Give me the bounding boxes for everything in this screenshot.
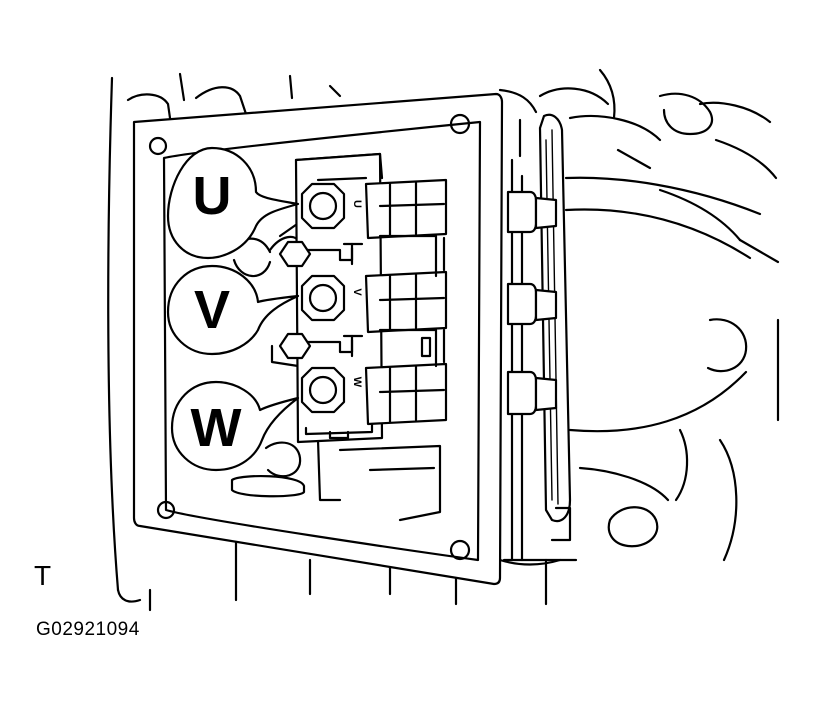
callout-w-label: W [191, 398, 242, 458]
callout-v: V [166, 264, 300, 356]
callout-u-label: U [193, 166, 232, 226]
figure-id: G02921094 [36, 619, 140, 640]
callout-u: U [166, 146, 300, 260]
terminal-stamp-u: U [351, 200, 363, 208]
view-mark: T [34, 560, 52, 591]
side-flange [502, 113, 578, 562]
terminal-stamp-w: W [351, 377, 363, 388]
bolt-u [300, 182, 346, 230]
bolt-w [300, 366, 346, 414]
hex-nut-lower [278, 332, 312, 360]
hex-nut-upper [278, 240, 312, 268]
callout-v-label: V [194, 280, 230, 340]
bolt-v [300, 274, 346, 322]
terminal-stamp-v: V [351, 288, 363, 296]
callout-w: W [170, 380, 300, 472]
